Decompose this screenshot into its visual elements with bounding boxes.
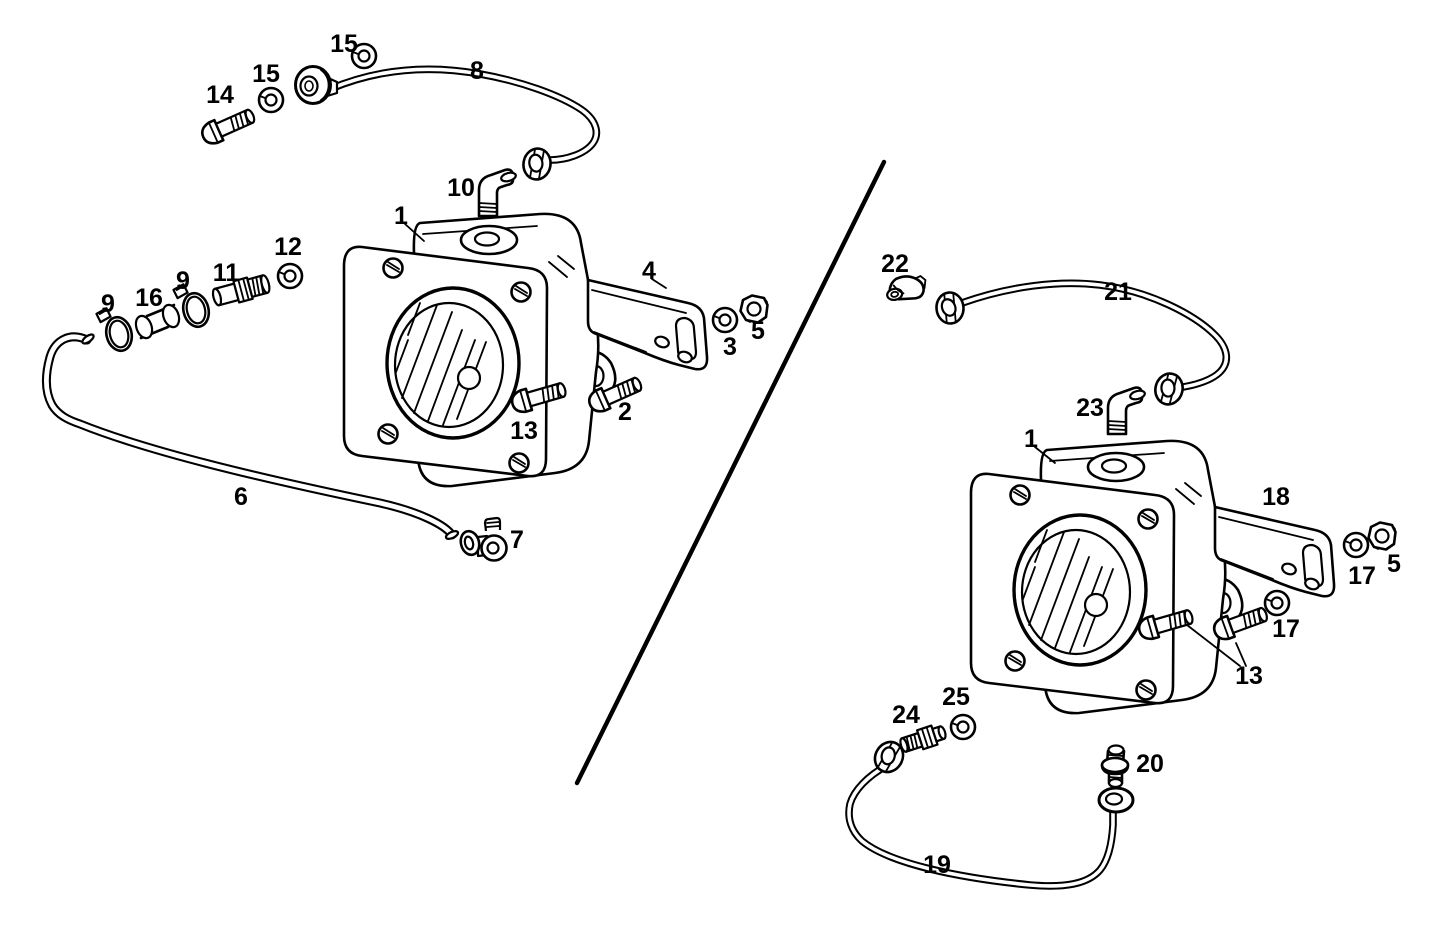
part-label-18: 18 — [1262, 483, 1290, 511]
banjo-fitting-pipe-8 — [294, 65, 339, 105]
leader-13-a — [1186, 624, 1241, 667]
fitting-20 — [1100, 744, 1130, 789]
part-label-24: 24 — [892, 701, 920, 729]
pump-body-left — [344, 214, 615, 486]
leader-13-b — [1235, 642, 1247, 667]
pipe-21 — [958, 279, 1231, 391]
part-label-9-a: 9 — [101, 290, 115, 318]
washer-3 — [711, 306, 739, 334]
elbow-23 — [1106, 386, 1148, 436]
washer-17-a — [1342, 531, 1370, 559]
part-label-15-a: 15 — [330, 30, 358, 58]
left-assembly — [42, 42, 769, 562]
banjo-fitting-pipe-19 — [1097, 786, 1135, 814]
right-assembly — [845, 275, 1397, 890]
callout-labels: 15 15 14 8 10 1 12 11 9 16 9 4 3 5 2 13 … — [101, 30, 1401, 879]
fitting-11 — [211, 274, 271, 307]
part-label-15-b: 15 — [252, 60, 280, 88]
elbow-10 — [477, 168, 519, 218]
part-label-4: 4 — [642, 257, 656, 285]
pipe-8 — [326, 65, 601, 164]
part-label-19: 19 — [923, 851, 951, 879]
part-label-7: 7 — [510, 526, 524, 554]
part-label-23: 23 — [1076, 394, 1104, 422]
flare-nut-pipe-21-left — [933, 290, 967, 326]
part-label-13-left: 13 — [510, 417, 538, 445]
part-label-9-b: 9 — [176, 267, 190, 295]
divider-line — [574, 159, 887, 786]
fitting-24 — [899, 724, 947, 753]
part-label-1-left: 1 — [394, 202, 408, 230]
washer-12 — [276, 262, 304, 290]
part-label-25: 25 — [942, 683, 970, 711]
part-label-5-left: 5 — [751, 317, 765, 345]
flare-nut-pipe-8 — [519, 145, 555, 183]
part-label-17-b: 17 — [1272, 615, 1300, 643]
washer-17-b — [1263, 589, 1291, 617]
part-label-14: 14 — [206, 81, 234, 109]
spacer-tube-16 — [134, 303, 181, 340]
leader-1-right — [1034, 446, 1056, 464]
part-label-8: 8 — [470, 57, 484, 85]
nut-5-right — [1367, 521, 1397, 551]
part-label-22: 22 — [881, 250, 909, 278]
leader-1-left — [404, 223, 425, 242]
part-label-21: 21 — [1104, 278, 1132, 306]
hose-6 — [42, 332, 460, 540]
washer-15-b — [257, 86, 285, 114]
part-label-20: 20 — [1136, 750, 1164, 778]
part-label-5-right: 5 — [1387, 550, 1401, 578]
washer-25 — [949, 713, 977, 741]
part-label-16: 16 — [135, 284, 163, 312]
part-label-17-a: 17 — [1348, 562, 1376, 590]
elbow-22 — [886, 275, 927, 302]
part-label-13-right: 13 — [1235, 662, 1263, 690]
part-label-10: 10 — [447, 174, 475, 202]
part-label-2: 2 — [618, 398, 632, 426]
pump-body-right — [971, 441, 1242, 713]
part-label-12: 12 — [274, 233, 302, 261]
bolt-14 — [197, 103, 259, 149]
elbow-7 — [459, 516, 508, 562]
part-label-11: 11 — [213, 259, 240, 287]
flare-nut-pipe-21-right — [1150, 369, 1188, 409]
pipe-19 — [845, 762, 1117, 890]
part-label-3: 3 — [723, 333, 737, 361]
part-label-6: 6 — [234, 483, 248, 511]
leader-4 — [651, 278, 667, 289]
part-label-1-right: 1 — [1024, 425, 1038, 453]
